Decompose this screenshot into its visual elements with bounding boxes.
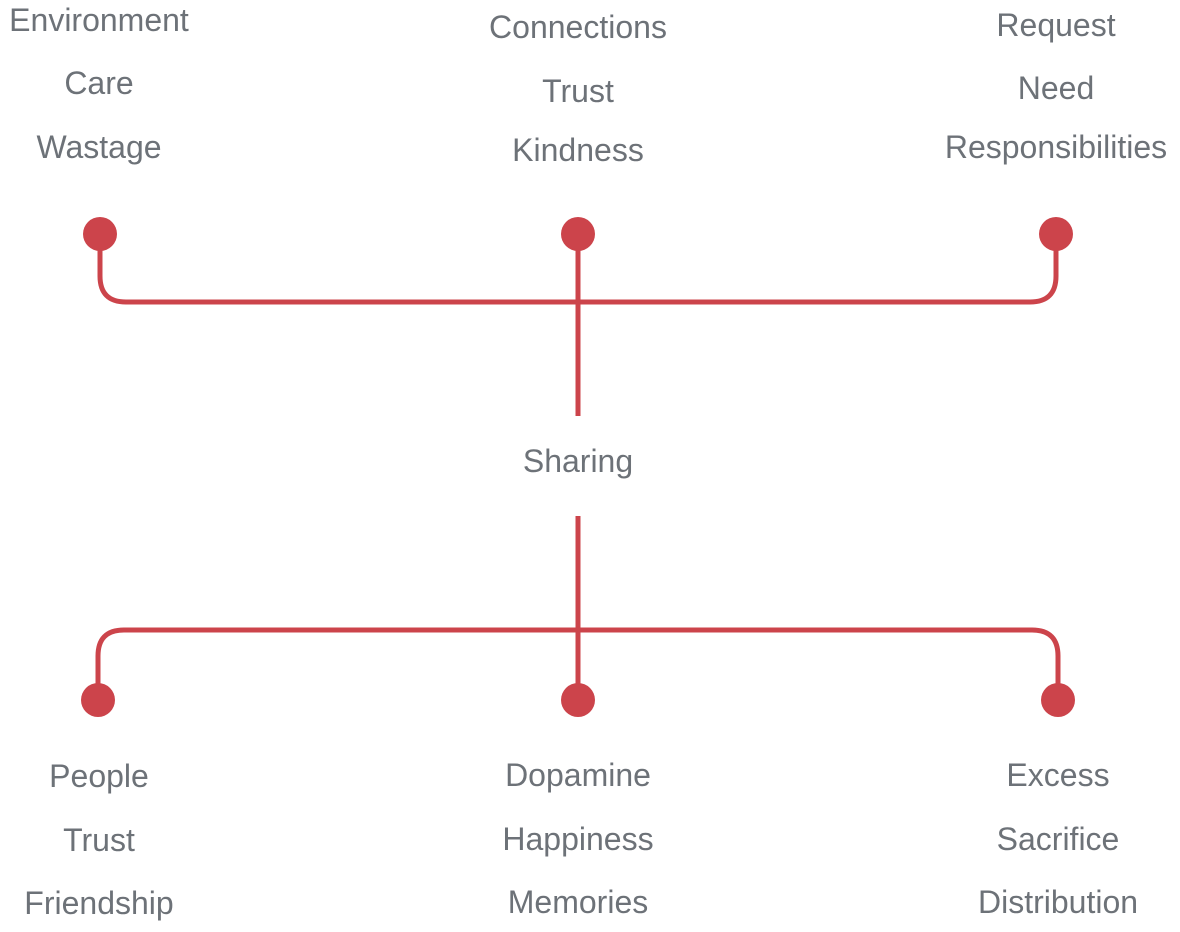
bottom-left-term-3: Friendship bbox=[24, 885, 174, 921]
bottom-left-term-2: Trust bbox=[63, 822, 135, 858]
bottom-left-term-1: People bbox=[49, 758, 149, 794]
center-label: Sharing bbox=[522, 443, 634, 479]
bottom-right-term-1: Excess bbox=[1006, 757, 1110, 793]
bottom-center-term-1: Dopamine bbox=[505, 757, 651, 793]
bottom-left-node bbox=[81, 683, 115, 717]
top-center-node bbox=[561, 217, 595, 251]
top-center-term-1: Connections bbox=[489, 9, 667, 45]
top-right-term-3: Responsibilities bbox=[944, 129, 1168, 165]
top-left-term-3: Wastage bbox=[36, 129, 162, 165]
bottom-center-term-2: Happiness bbox=[502, 821, 654, 857]
top-right-node bbox=[1039, 217, 1073, 251]
top-right-term-2: Need bbox=[1017, 70, 1095, 106]
bottom-center-node bbox=[561, 683, 595, 717]
top-center-term-3: Kindness bbox=[512, 132, 644, 168]
bottom-bracket-connector bbox=[95, 627, 1061, 703]
top-left-term-1: Environment bbox=[9, 2, 189, 38]
bottom-right-term-2: Sacrifice bbox=[996, 821, 1120, 857]
bottom-right-node bbox=[1041, 683, 1075, 717]
top-center-term-2: Trust bbox=[542, 73, 614, 109]
top-left-node bbox=[83, 217, 117, 251]
top-right-term-1: Request bbox=[996, 7, 1116, 43]
top-left-term-2: Care bbox=[64, 65, 134, 101]
bottom-center-term-3: Memories bbox=[507, 884, 649, 920]
bottom-right-term-3: Distribution bbox=[977, 884, 1139, 920]
